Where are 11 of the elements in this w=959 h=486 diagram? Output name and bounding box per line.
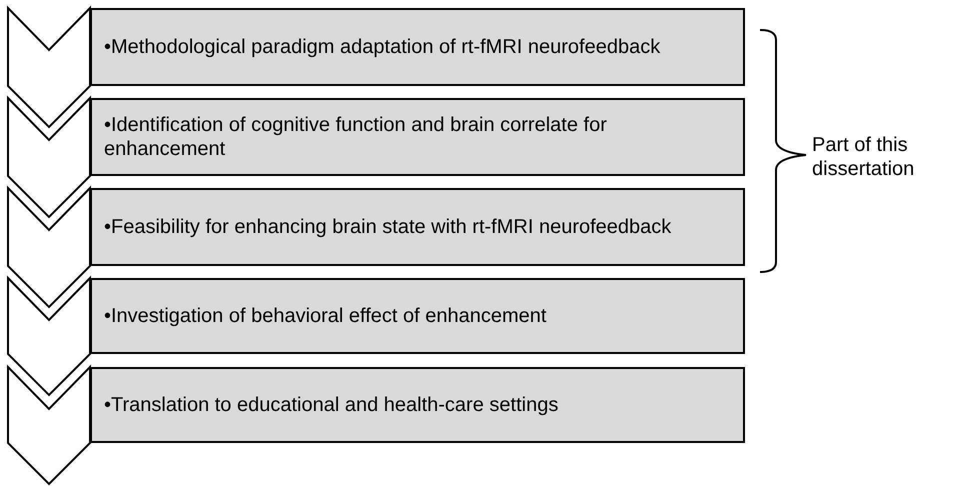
step-box	[90, 278, 745, 354]
step-text: •Translation to educational and health-care settings	[104, 393, 558, 417]
step-box	[90, 367, 745, 443]
step-text: •Identification of cognitive function and brain correlate for enhancement	[104, 113, 608, 161]
step-text: •Methodological paradigm adaptation of rt-fMRI neurofeedback	[104, 35, 660, 59]
bracket-label: Part of this dissertation	[812, 133, 916, 181]
step-box	[90, 8, 745, 86]
step-text: •Feasibility for enhancing brain state with rt-fMRI neurofeedback	[104, 215, 672, 239]
step-box	[90, 98, 745, 176]
step-text: •Investigation of behavioral effect of enhancement	[104, 304, 546, 328]
step-box	[90, 188, 745, 266]
